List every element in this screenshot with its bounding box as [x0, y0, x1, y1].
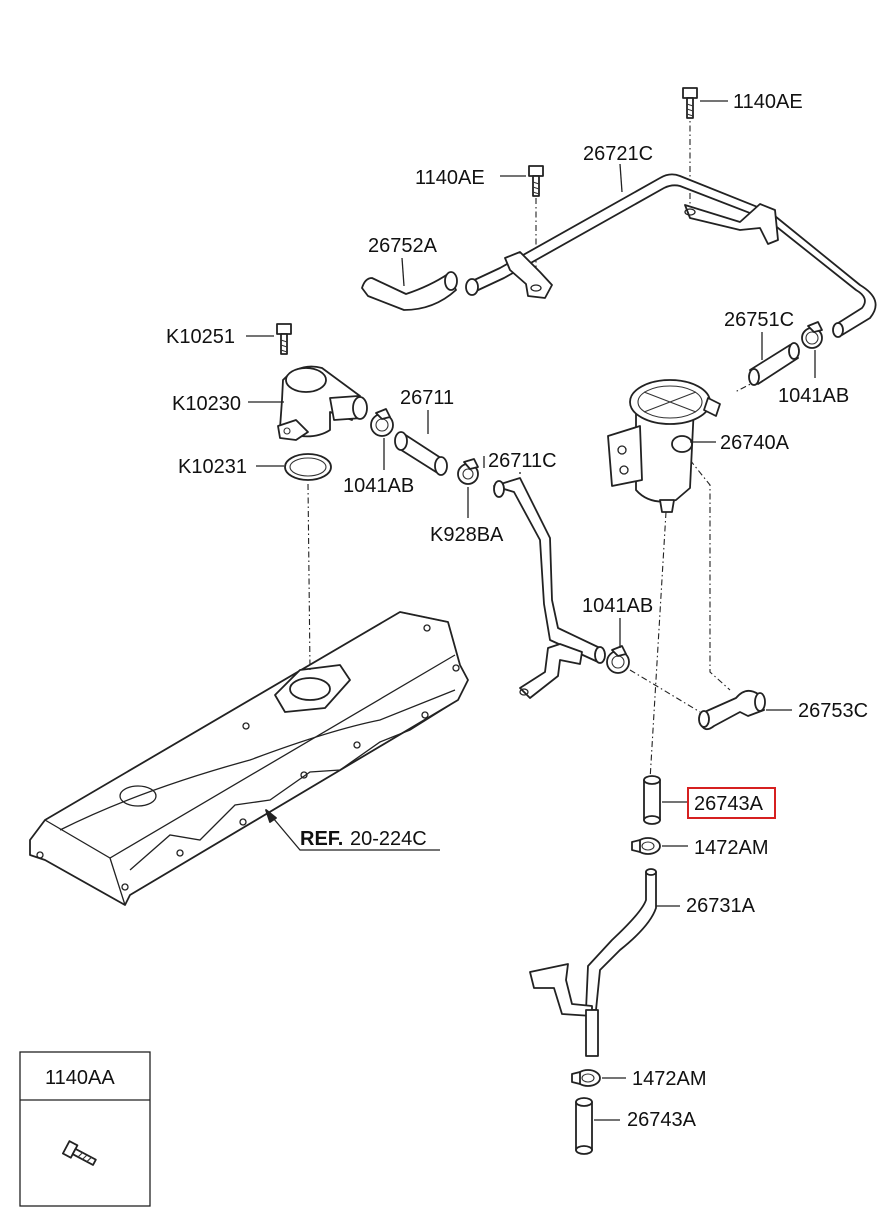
- legend-box: 1140AA: [19, 1051, 151, 1207]
- assembly-lines: [307, 112, 771, 781]
- hose-26743a-upper: [643, 775, 661, 825]
- separator-26740a: [607, 379, 721, 513]
- bolt-icon: [61, 1140, 97, 1166]
- label-26751c: 26751C: [724, 309, 794, 331]
- bolt-k10251-icon: [276, 323, 292, 355]
- label-26711c: 26711C: [488, 450, 557, 472]
- cylinder-head-cover: [29, 611, 469, 906]
- label-k928ba: K928BA: [430, 524, 504, 546]
- clamp-k928ba-icon: [457, 458, 479, 485]
- cap-k10230: [277, 365, 368, 441]
- label-k10231: K10231: [178, 456, 247, 478]
- clamp-1472am-lower-icon: [571, 1069, 601, 1087]
- bolt-1140ae-top-icon: [682, 87, 698, 119]
- clamp-1472am-upper-icon: [631, 837, 661, 855]
- clamp-1041ab-mid-icon: [606, 645, 630, 674]
- ref-prefix: REF.: [300, 828, 343, 850]
- part-labels: 1140AE 1140AE 26721C 26752A 26751C 1041A…: [166, 91, 868, 1131]
- ref-code: 20-224C: [350, 828, 427, 850]
- bolt-1140ae-mid-icon: [528, 165, 544, 197]
- gasket-k10231: [284, 453, 332, 481]
- label-k10230: K10230: [172, 393, 241, 415]
- label-26711: 26711: [400, 387, 454, 409]
- label-26731a: 26731A: [686, 895, 756, 917]
- label-26743a-highlight[interactable]: 26743A: [694, 793, 764, 815]
- pipe-26721c: [465, 173, 877, 338]
- label-k10251: K10251: [166, 326, 235, 348]
- label-26721c: 26721C: [583, 143, 653, 165]
- hose-26711: [394, 431, 448, 476]
- hose-26743a-lower: [575, 1097, 593, 1155]
- hose-26752a: [361, 271, 458, 311]
- label-1472am-lower: 1472AM: [632, 1068, 707, 1090]
- legend-part-number: 1140AA: [45, 1067, 115, 1089]
- hose-26753c: [698, 689, 766, 731]
- pipe-26711c: [493, 477, 606, 699]
- label-1041ab-right: 1041AB: [778, 385, 849, 407]
- clamp-1041ab-left-icon: [370, 408, 394, 437]
- clamp-1041ab-right-icon: [801, 321, 823, 349]
- label-1041ab-mid: 1041AB: [582, 595, 653, 617]
- leader-lines: [246, 100, 816, 1121]
- label-26740a: 26740A: [720, 432, 790, 454]
- label-1140ae-mid: 1140AE: [415, 167, 485, 189]
- label-26753c: 26753C: [798, 700, 868, 722]
- highlight-box: [687, 787, 776, 819]
- label-26752a: 26752A: [368, 235, 438, 257]
- label-1472am-upper: 1472AM: [694, 837, 769, 859]
- hose-26751c: [748, 342, 800, 386]
- label-1140ae-top: 1140AE: [733, 91, 803, 113]
- label-26743a-lower: 26743A: [627, 1109, 697, 1131]
- pipe-26731a: [529, 868, 657, 1057]
- label-1041ab-left: 1041AB: [343, 475, 414, 497]
